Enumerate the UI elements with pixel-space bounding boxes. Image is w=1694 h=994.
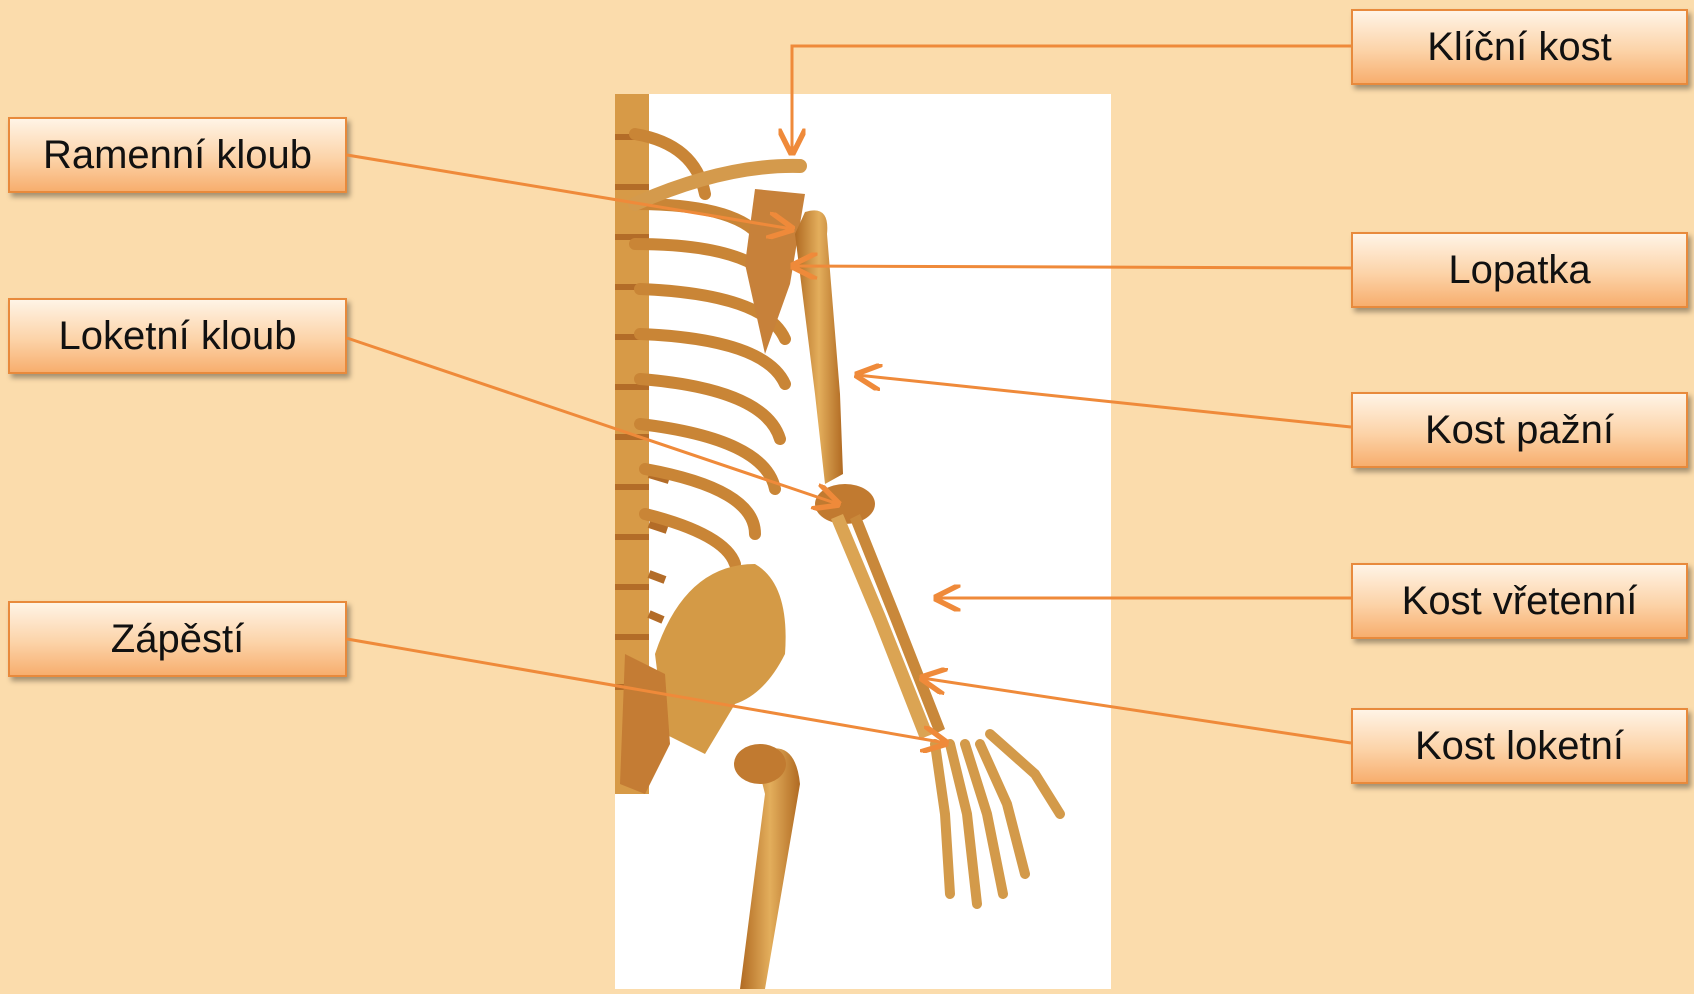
arrow-clavicle (792, 46, 1351, 153)
arrow-humerus (857, 375, 1351, 427)
arrow-scapula (793, 266, 1351, 268)
arrow-elbow-joint (347, 338, 838, 504)
arrow-shoulder-joint (347, 155, 792, 229)
arrow-wrist (347, 639, 946, 743)
arrow-ulna (922, 678, 1351, 743)
